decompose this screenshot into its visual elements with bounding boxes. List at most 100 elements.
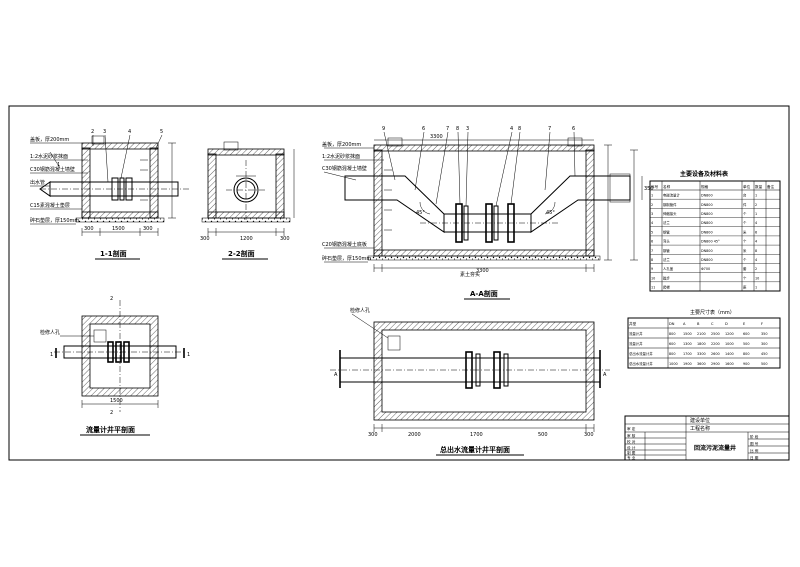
size-table-cell: 2100 <box>697 332 706 336</box>
size-table-header: F <box>761 322 763 326</box>
material-table-cell: 钢管 <box>663 248 670 253</box>
dim-aa-angle-right: 45° <box>546 210 555 216</box>
dim-s22-c: 300 <box>280 236 290 242</box>
callout-s11-2: 2 <box>91 129 94 135</box>
callout-s11-4: 4 <box>128 129 131 135</box>
title-block-label: 图 号 <box>750 441 759 446</box>
material-table-cell: 法兰 <box>663 220 670 225</box>
size-table-header: D <box>725 322 728 326</box>
size-table-cell: 2200 <box>711 342 720 346</box>
callout-saa-9: 9 <box>382 126 385 132</box>
size-table-header: DN <box>669 322 675 326</box>
drawing-frame <box>8 105 790 461</box>
dim-aa-pipe: 350 <box>644 186 654 192</box>
material-table-cell: 4 <box>755 221 757 225</box>
material-table-cell: 钢制管件 <box>663 202 677 207</box>
size-table-cell: 1000 <box>725 342 734 346</box>
size-table-header: 井型 <box>629 321 637 326</box>
material-table-cell: 个 <box>743 211 747 216</box>
title-block-subproject: 工程名称 <box>690 425 710 432</box>
material-table-header: 数量 <box>755 184 763 189</box>
size-table <box>627 317 781 369</box>
material-table-cell: 法兰 <box>663 257 670 262</box>
size-table-cell: 1200 <box>725 332 734 336</box>
size-table-cell: 1900 <box>683 362 692 366</box>
material-table-cell: DN800 45° <box>701 240 720 244</box>
material-table-cell: 10 <box>651 276 655 280</box>
size-table-cell: 800 <box>669 332 675 336</box>
callout-saa-6b: 6 <box>572 126 575 132</box>
annotation-cover: 盖板，厚200mm <box>30 136 69 143</box>
size-table-header: A <box>683 322 686 326</box>
material-table-cell: 米 <box>743 248 747 253</box>
material-table-cell: 伸缩接头 <box>663 211 677 216</box>
section-mark-a-right: A <box>603 372 607 378</box>
callout-saa-7a: 7 <box>446 126 449 132</box>
dim-s22-a: 300 <box>200 236 210 242</box>
size-table-cell: 500 <box>761 362 767 366</box>
material-table-cell: 弯头 <box>663 239 670 244</box>
callout-saa-4: 4 <box>510 126 513 132</box>
section-mark-1-right: 1 <box>187 352 190 358</box>
size-table-cell: 450 <box>761 352 767 356</box>
material-table-cell: 1 <box>755 286 757 290</box>
section-mark-a-left: A <box>334 372 338 378</box>
annotation-gravel: 碎石垫层，厚150mm <box>30 217 79 224</box>
material-table-cell: DN800 <box>701 194 713 198</box>
size-table-cell: 1400 <box>725 352 734 356</box>
annotation-main-manhole: 检修人孔 <box>350 307 370 314</box>
material-table-cell: DN800 <box>701 221 713 225</box>
title-block-label: 设 计 <box>627 445 636 450</box>
size-table-cell: 600 <box>743 332 749 336</box>
material-table-cell: DN800 <box>701 230 713 234</box>
dim-plan-flow: 1500 <box>110 398 123 404</box>
size-table-header: B <box>697 322 700 326</box>
material-table-cell: DN800 <box>701 258 713 262</box>
size-table-title: 主要尺寸表（mm） <box>690 309 735 316</box>
size-table-cell: 2500 <box>711 332 720 336</box>
material-table-cell: 个 <box>743 239 747 244</box>
material-table-cell: 11 <box>651 286 655 290</box>
size-table-cell: 600 <box>669 342 675 346</box>
material-table-cell: 7 <box>651 249 653 253</box>
annotation-aa-gravel: 碎石垫层，厚150mm <box>322 255 371 262</box>
callout-s11-3: 3 <box>103 129 106 135</box>
material-table-cell: 套 <box>743 266 747 271</box>
annotation-outlet: 出水管 <box>30 179 45 186</box>
material-table-cell: 8 <box>755 249 757 253</box>
size-table-header: C <box>711 322 714 326</box>
material-table-header: 备注 <box>767 184 775 189</box>
material-table-title: 主要设备及材料表 <box>680 170 729 178</box>
material-table-cell: 4 <box>755 240 757 244</box>
size-table-cell: 1600 <box>725 362 734 366</box>
dim-aa-top: 3300 <box>430 134 443 140</box>
size-table-cell: 1000 <box>669 362 678 366</box>
section-mark-2-bottom: 2 <box>110 410 113 416</box>
section-title-a-a: A-A剖面 <box>470 289 498 298</box>
section-title-2-2: 2-2剖面 <box>228 249 255 258</box>
size-table-cell: 3300 <box>697 352 706 356</box>
size-table-cell: 350 <box>761 332 767 336</box>
annotation-aa-base: C20钢筋混凝土底板 <box>322 241 367 248</box>
annotation-aa-wall: C30钢筋混凝土墙壁 <box>322 165 367 172</box>
callout-saa-8a: 8 <box>456 126 459 132</box>
section-mark-2-top: 2 <box>110 296 113 302</box>
size-table-cell: 1300 <box>683 342 692 346</box>
callout-saa-7b: 7 <box>548 126 551 132</box>
section-1-1 <box>30 134 190 236</box>
material-table-cell: 10 <box>755 276 759 280</box>
material-table-cell: 台 <box>743 193 747 198</box>
material-table-cell: 2 <box>755 267 757 271</box>
material-table-header: 名称 <box>663 184 671 189</box>
material-table-cell: 8 <box>651 258 653 262</box>
annotation-plaster: 1:2水泥砂浆抹面 <box>30 153 68 160</box>
callout-s11-1: 1 <box>57 162 60 168</box>
material-table-cell: 5 <box>651 230 653 234</box>
drawing-title: 回流污泥流量井 <box>694 444 736 452</box>
material-table-cell: 2 <box>651 203 653 207</box>
material-table-cell: 米 <box>743 229 747 234</box>
callout-saa-3: 3 <box>466 126 469 132</box>
title-block-project: 建设单位 <box>690 417 710 424</box>
size-table-cell: 1800 <box>697 342 706 346</box>
